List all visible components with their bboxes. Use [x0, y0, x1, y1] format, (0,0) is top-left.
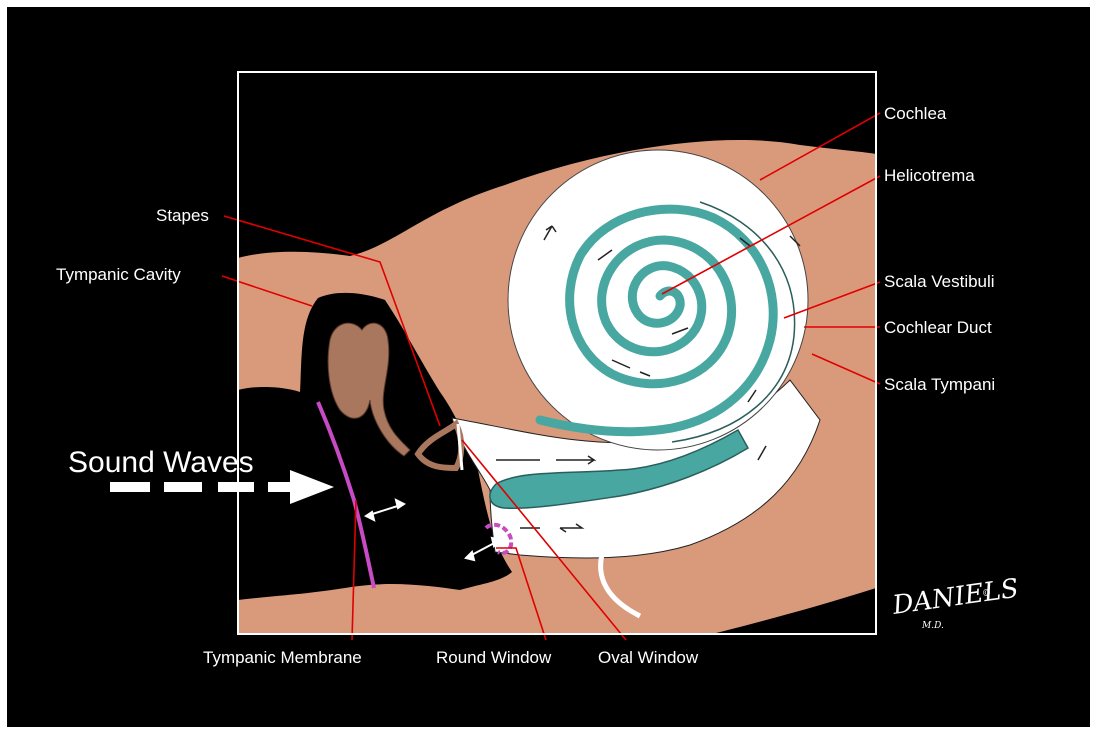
label-round-window: Round Window	[436, 648, 552, 667]
label-cochlea: Cochlea	[884, 104, 947, 123]
label-stapes: Stapes	[156, 206, 209, 225]
label-oval-window: Oval Window	[598, 648, 699, 667]
label-helicotrema: Helicotrema	[884, 166, 975, 185]
signature-copyright: ©	[982, 589, 991, 599]
label-scala-vestibuli: Scala Vestibuli	[884, 272, 995, 291]
label-tympanic-membrane: Tympanic Membrane	[203, 648, 362, 667]
signature-suffix: M.D.	[921, 621, 944, 631]
label-sound-waves: Sound Waves	[68, 446, 254, 479]
label-tympanic-cavity: Tympanic Cavity	[56, 265, 181, 284]
label-cochlear-duct: Cochlear Duct	[884, 318, 992, 337]
label-scala-tympani: Scala Tympani	[884, 375, 995, 394]
